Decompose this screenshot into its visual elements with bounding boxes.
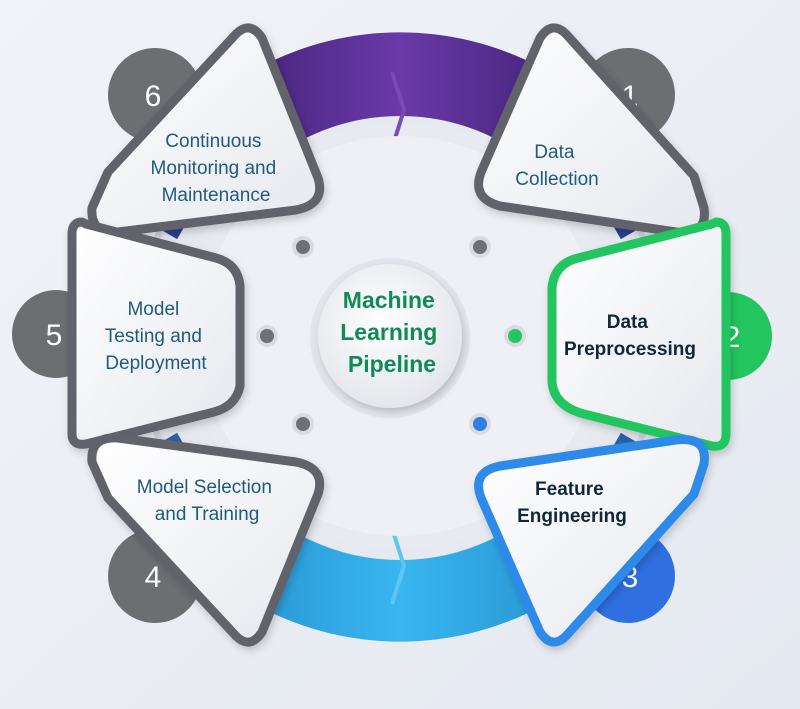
- dot-right: [504, 325, 526, 347]
- step-1-label: Data Collection: [515, 142, 598, 190]
- step-3-card: [474, 435, 709, 647]
- step-2: 2 Data Preprocessing: [547, 217, 772, 451]
- step-4-label-line-2: and Training: [155, 504, 260, 525]
- dot-left: [256, 325, 278, 347]
- step-3-label-line-1: Feature: [535, 479, 604, 500]
- center-title-line-2: Learning: [340, 319, 437, 345]
- step-5-card: [67, 217, 245, 449]
- step-2-card: [547, 217, 731, 451]
- ring-top-chevron: [390, 71, 407, 149]
- step-6-label: Continuous Monitoring and Maintenance: [151, 131, 282, 206]
- step-6-label-line-2: Monitoring and: [151, 158, 277, 179]
- step-3-label-line-2: Engineering: [517, 506, 627, 527]
- step-5-number: 5: [46, 319, 63, 352]
- center-title-line-3: Pipeline: [348, 351, 436, 377]
- step-4-label-line-1: Model Selection: [137, 477, 272, 498]
- dot-bottom-left: [292, 413, 314, 435]
- step-5-label-line-2: Testing and: [105, 326, 202, 347]
- center-title: Machine Learning Pipeline: [340, 287, 444, 377]
- step-5: 5 Model Testing and Deployment: [12, 217, 245, 449]
- step-6-label-line-1: Continuous: [165, 131, 261, 152]
- step-6: 6 Continuous Monitoring and Maintenance: [87, 23, 325, 237]
- dot-top-right: [469, 236, 491, 258]
- ring-top-arc: [262, 32, 538, 148]
- step-2-label: Data Preprocessing: [564, 312, 696, 360]
- step-6-number: 6: [145, 80, 162, 113]
- step-4: 4 Model Selection and Training: [87, 433, 325, 647]
- step-2-label-line-2: Preprocessing: [564, 339, 696, 360]
- step-5-label: Model Testing and Deployment: [105, 299, 208, 374]
- step-6-label-line-3: Maintenance: [162, 185, 271, 206]
- center-title-line-1: Machine: [343, 287, 435, 313]
- step-4-label: Model Selection and Training: [137, 477, 277, 525]
- step-4-number: 4: [145, 561, 162, 594]
- step-2-label-line-1: Data: [607, 312, 649, 333]
- step-4-card: [87, 433, 325, 647]
- step-3: 3 Feature Engineering: [474, 435, 709, 647]
- center-circle: [318, 264, 462, 408]
- ring-bottom-chevron: [390, 527, 407, 605]
- step-5-label-line-3: Deployment: [105, 353, 207, 374]
- dot-bottom-right: [469, 413, 491, 435]
- step-5-label-line-1: Model: [127, 299, 179, 320]
- step-1-label-line-2: Collection: [515, 169, 598, 190]
- step-1-label-line-1: Data: [534, 142, 575, 163]
- dot-top-left: [292, 236, 314, 258]
- step-3-label: Feature Engineering: [517, 479, 627, 527]
